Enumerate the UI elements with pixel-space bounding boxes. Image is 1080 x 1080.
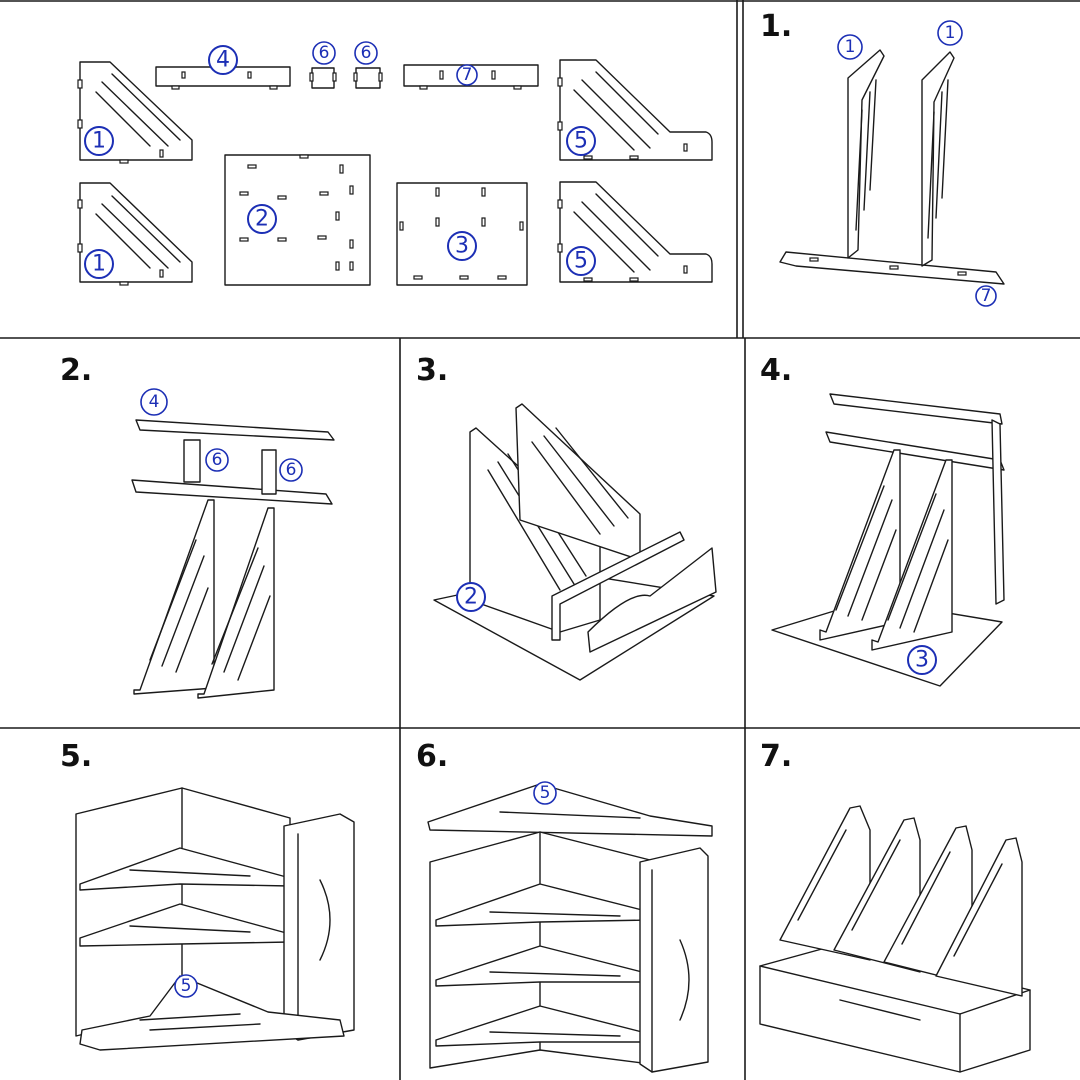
step1-label-1-right: 1 [937,20,963,46]
step2-label-6-left: 6 [205,448,229,472]
part-label-6-b: 6 [354,41,378,65]
part-5-corner-shelf-b [557,181,713,283]
part-5-corner-shelf-a [557,59,713,161]
svg-text:5: 5 [574,249,588,274]
step3-label-2: 2 [456,582,486,612]
step-5-number: 5. [60,739,92,774]
step-3-number: 3. [416,353,448,388]
step-1-panel: 1. 1 1 7 [760,9,1005,307]
parts-panel: 1 1 4 6 6 7 2 3 5 5 [77,41,713,286]
svg-text:6: 6 [212,450,223,470]
svg-text:4: 4 [149,392,160,412]
step-7-panel: 7. [759,739,1031,1073]
step-5-panel: 5. 5 [60,739,355,1051]
svg-text:3: 3 [915,648,929,673]
svg-text:6: 6 [361,43,372,63]
svg-text:5: 5 [540,783,551,803]
step2-label-6-right: 6 [279,458,303,482]
part-6-spacer-a [309,67,337,89]
svg-text:2: 2 [464,585,478,610]
part-label-5-bottom: 5 [566,246,596,276]
step-6-panel: 6. 5 [416,739,713,1073]
step5-label-5: 5 [174,974,198,998]
svg-text:6: 6 [286,460,297,480]
step-4-panel: 4. 3 [760,353,1005,687]
step-7-number: 7. [760,739,792,774]
svg-text:1: 1 [945,23,956,43]
svg-text:3: 3 [455,234,469,259]
svg-text:7: 7 [981,286,992,306]
part-label-5-top: 5 [566,126,596,156]
step-3-panel: 3. 2 [416,353,717,681]
svg-text:5: 5 [181,976,192,996]
step1-label-7: 7 [975,285,997,307]
svg-text:1: 1 [92,252,106,277]
step2-label-4: 4 [140,388,168,416]
step-6-number: 6. [416,739,448,774]
svg-text:1: 1 [92,129,106,154]
part-2-shelf-board [224,154,371,286]
svg-text:6: 6 [319,43,330,63]
svg-text:4: 4 [216,48,230,73]
part-label-3: 3 [447,231,477,261]
part-label-2: 2 [247,204,277,234]
svg-text:5: 5 [574,129,588,154]
part-label-4: 4 [208,45,238,75]
step-1-number: 1. [760,9,792,44]
part-label-7: 7 [456,64,478,86]
svg-text:2: 2 [255,207,269,232]
svg-text:1: 1 [845,37,856,57]
step-2-number: 2. [60,353,92,388]
step-4-number: 4. [760,353,792,388]
part-label-1-top: 1 [84,126,114,156]
step1-label-1-left: 1 [837,34,863,60]
part-6-spacer-b [353,67,383,89]
step-2-panel: 2. 4 6 6 [60,353,335,699]
step6-label-5: 5 [533,781,557,805]
svg-text:7: 7 [462,65,473,85]
part-label-1-bottom: 1 [84,249,114,279]
part-label-6-a: 6 [312,41,336,65]
step4-label-3: 3 [907,645,937,675]
